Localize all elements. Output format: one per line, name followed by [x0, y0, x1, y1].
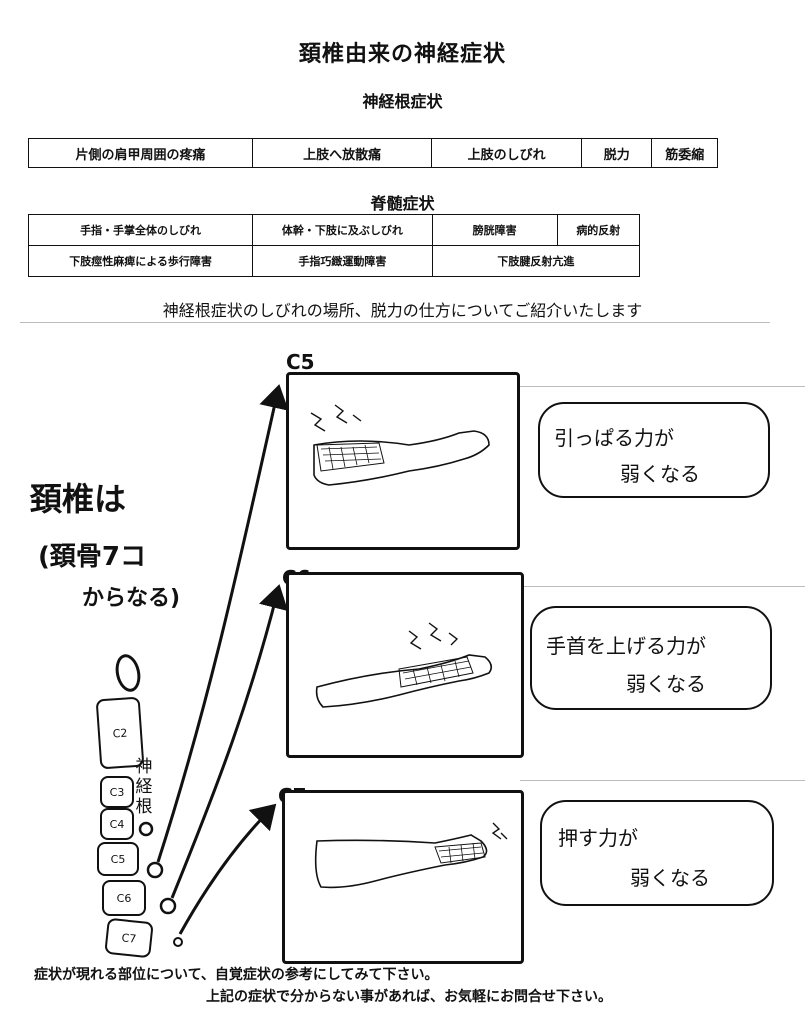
nerve-root-dot-c6	[161, 899, 175, 913]
level-label-c5: C5	[286, 350, 315, 374]
bubble-line1: 引っぱる力が	[554, 422, 674, 451]
arrow-c6	[172, 590, 278, 898]
panel-c5-box	[286, 372, 520, 550]
arrow-c7	[180, 808, 272, 934]
bubble-line2: 弱くなる	[626, 668, 706, 697]
arm-illustration-c5-icon	[289, 375, 517, 547]
bubble-line1: 手首を上げる力が	[546, 630, 706, 659]
bubble-line1: 押す力が	[558, 822, 638, 851]
arm-illustration-c6-icon	[289, 575, 521, 755]
nerve-root-dot-c4	[140, 823, 152, 835]
bubble-line2: 弱くなる	[630, 862, 710, 891]
nerve-root-dot-c5	[148, 863, 162, 877]
nerve-root-dots	[140, 823, 182, 946]
bubble-line2: 弱くなる	[620, 458, 700, 487]
footer-line2: 上記の症状で分からない事があれば、お気軽にお問合せ下さい。	[206, 986, 612, 1006]
nerve-root-dot-c7	[174, 938, 182, 946]
arm-illustration-c7-icon	[285, 793, 521, 961]
panel-c6-box	[286, 572, 524, 758]
weakness-bubble-c6: 手首を上げる力が 弱くなる	[530, 606, 772, 710]
footer-line1: 症状が現れる部位について、自覚症状の参考にしてみて下さい。	[34, 964, 438, 984]
weakness-bubble-c7: 押す力が 弱くなる	[540, 800, 774, 906]
panel-c7-box	[282, 790, 524, 964]
arrow-c5	[158, 390, 278, 862]
weakness-bubble-c5: 引っぱる力が 弱くなる	[538, 402, 770, 498]
